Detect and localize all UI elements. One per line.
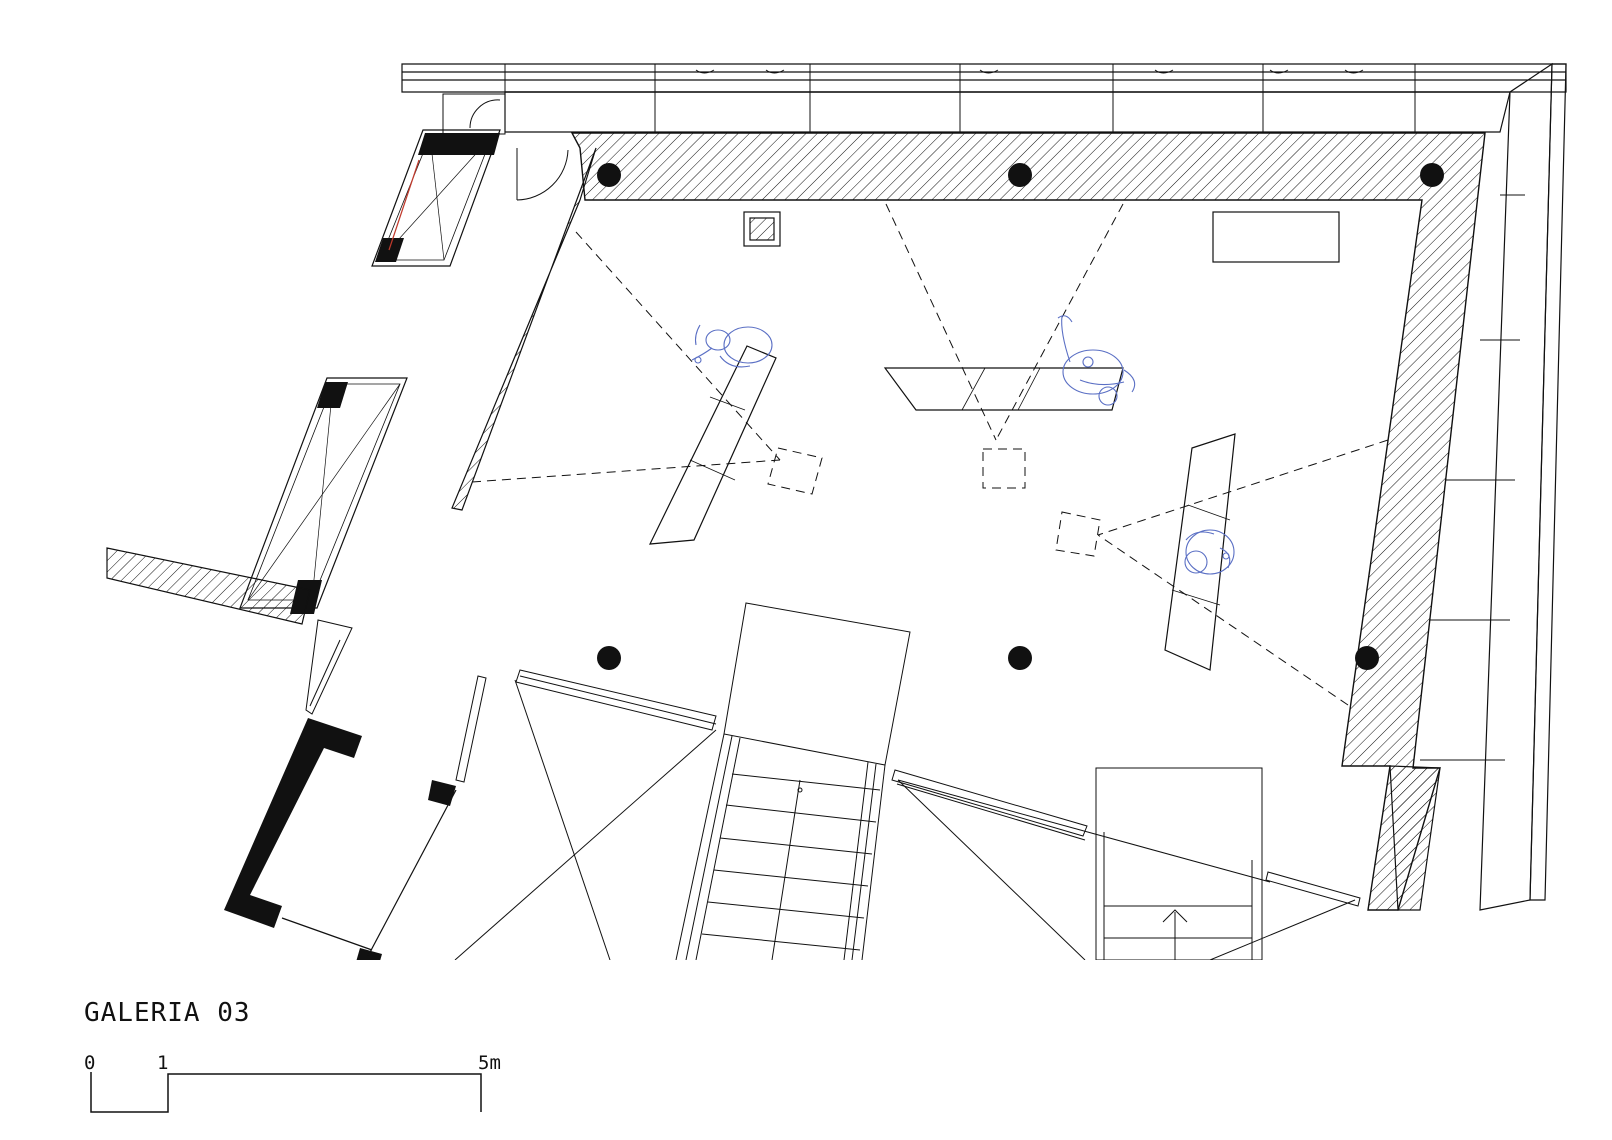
drawing-title: GALERIA 03 xyxy=(84,998,251,1028)
atrium-right xyxy=(891,769,1356,960)
scale-tick-1: 1 xyxy=(157,1052,169,1074)
columns xyxy=(597,163,1444,670)
visitor-figure-right xyxy=(1184,529,1235,575)
visitor-figure-center xyxy=(1057,315,1136,406)
atrium-left xyxy=(454,669,717,960)
visitor-figures xyxy=(691,315,1235,575)
wall-fixture xyxy=(1212,211,1340,263)
opening-upper-left xyxy=(371,129,501,267)
sight-lines xyxy=(471,203,1389,706)
display-table-right xyxy=(1164,433,1236,671)
opening-mid-left xyxy=(239,377,408,614)
black-wall-lower-left xyxy=(224,718,456,960)
stair-right xyxy=(1095,767,1263,960)
scale-tick-0: 0 xyxy=(84,1052,96,1074)
glass-panel-right xyxy=(1265,871,1361,907)
main-wall xyxy=(570,132,1486,911)
facade-band xyxy=(401,62,1567,911)
scale-tick-5m: 5m xyxy=(478,1052,501,1074)
glass-panel-left xyxy=(455,675,487,783)
scale-bar xyxy=(90,1072,482,1113)
slanted-wall xyxy=(451,147,597,511)
side-door-left xyxy=(305,619,353,715)
display-table-left xyxy=(648,345,777,545)
display-table-center xyxy=(883,367,1124,411)
vent xyxy=(743,211,781,247)
left-wall-stub xyxy=(106,547,311,625)
visitor-figure-left xyxy=(691,324,773,368)
stair-left xyxy=(675,602,911,960)
